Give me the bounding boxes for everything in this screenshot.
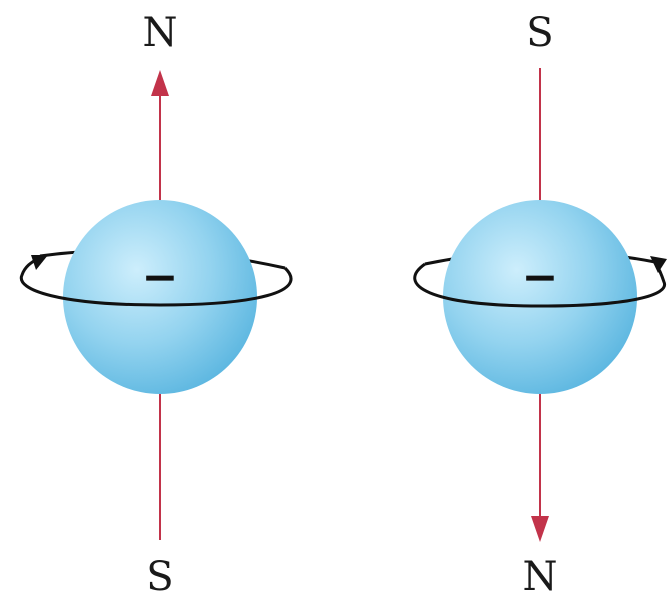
- right-top-pole-label: S: [526, 10, 553, 56]
- left-top-pole-label: N: [143, 10, 178, 56]
- left-axis-arrowhead: [151, 70, 169, 96]
- right-orbit-front: [413, 262, 667, 308]
- right-sphere: [443, 200, 637, 394]
- left-bottom-pole-label: S: [146, 554, 173, 600]
- right-charge-label: −: [522, 252, 559, 303]
- left-orbit-front: [19, 255, 293, 307]
- right-bottom-pole-label: N: [523, 554, 558, 600]
- right-spin-arrowhead-icon: [650, 256, 667, 273]
- right-axis-arrowhead: [531, 516, 549, 542]
- left-charge-label: −: [142, 252, 179, 303]
- left-spin-arrowhead-icon: [31, 255, 48, 270]
- electron-left: N − S: [19, 10, 293, 600]
- electron-right: S − N: [413, 10, 667, 600]
- left-sphere: [63, 200, 257, 394]
